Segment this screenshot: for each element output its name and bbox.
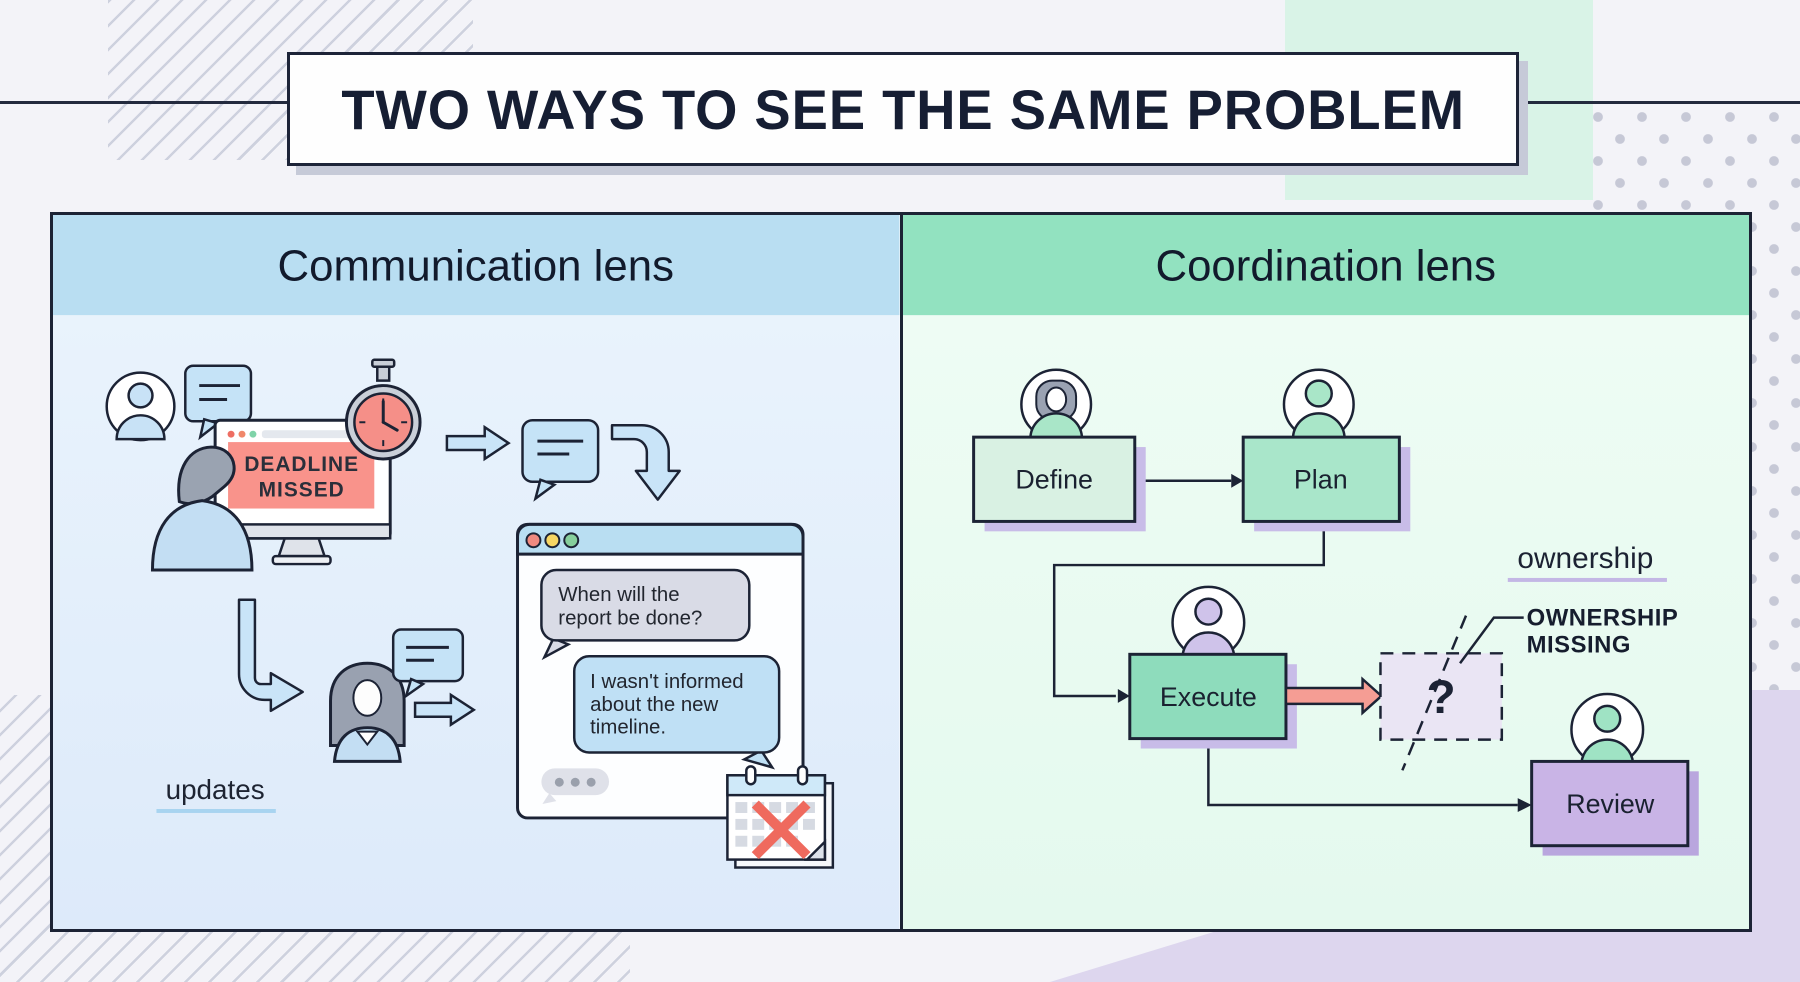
panel-title-communication: Communication lens (278, 242, 674, 291)
window-dot-red (525, 532, 542, 549)
review-avatar-icon (1569, 692, 1644, 767)
annotation-line1: OWNERSHIP (1526, 605, 1678, 632)
step-label: Plan (1293, 465, 1347, 495)
lavender-strip-right (1752, 690, 1800, 935)
callout-line (1458, 616, 1524, 664)
lavender-band-bottom (1050, 930, 1800, 982)
chat-text: timeline. (590, 717, 666, 739)
window-dot-green (563, 532, 580, 549)
user-avatar-icon (105, 371, 176, 442)
stopwatch-icon (344, 358, 422, 461)
alert-text-line2: MISSED (259, 479, 345, 502)
title-box: TWO WAYS TO SEE THE SAME PROBLEM (287, 52, 1519, 166)
alert-banner (228, 442, 375, 509)
page-fold (803, 838, 827, 861)
plan-avatar-icon (1282, 368, 1355, 441)
comparison-panels: Communication lens (50, 212, 1752, 932)
speech-bubble-icon (521, 419, 600, 502)
alert-text-line1: DEADLINE (244, 453, 359, 476)
annotation-line2: MISSING (1526, 631, 1630, 658)
browser-dot-orange (238, 430, 246, 438)
label-ownership: ownership (1517, 542, 1653, 575)
speech-bubble-icon (391, 628, 465, 700)
chat-text: When will the (558, 584, 679, 606)
curved-arrow-down-icon (610, 423, 681, 501)
connector-arrowheads (1117, 473, 1532, 812)
ownership-underline (1507, 577, 1667, 582)
communication-illustration: Communication lens (53, 215, 900, 929)
chat-message-received: When will the report be done? (540, 568, 751, 661)
step-label: Define (1015, 465, 1093, 495)
chat-message-sent: I wasn't informed about the new timeline… (572, 655, 781, 770)
chat-text: I wasn't informed (590, 671, 744, 693)
panel-header-blue (53, 215, 900, 316)
typing-indicator (541, 768, 610, 805)
panel-communication: Communication lens (53, 215, 903, 929)
slash-through-box (1400, 615, 1467, 771)
broken-handoff-arrow (1284, 676, 1383, 716)
browser-dot-red (227, 430, 235, 438)
arrow-right-icon (413, 692, 477, 728)
chat-window: When will the report be done? I wasn't i… (516, 522, 805, 820)
step-label: Review (1566, 789, 1655, 819)
updates-underline (156, 809, 276, 813)
flow-connectors (1052, 479, 1518, 807)
arrow-right-icon (445, 424, 511, 462)
step-execute: Execute (1127, 652, 1287, 741)
panel-header-green (902, 215, 1749, 316)
step-plan: Plan (1241, 435, 1401, 523)
step-label: Execute (1159, 682, 1256, 712)
woman-figure (329, 661, 406, 763)
question-mark: ? (1426, 671, 1455, 724)
chat-text: about the new (590, 694, 718, 716)
unknown-owner-box: ? (1378, 652, 1503, 741)
curved-arrow-right-icon (237, 598, 304, 713)
panel-coordination: Coordination lens (902, 215, 1749, 929)
browser-dot-green (249, 430, 257, 438)
label-updates: updates (166, 774, 265, 805)
calendar-missed-icon (726, 765, 835, 869)
coordination-illustration: Coordination lens (902, 215, 1749, 929)
chat-text: report be done? (558, 608, 702, 630)
define-avatar-icon (1019, 368, 1092, 441)
panel-title-coordination: Coordination lens (1155, 242, 1496, 291)
man-figure (150, 445, 254, 572)
window-dot-yellow (544, 532, 561, 549)
step-review: Review (1529, 759, 1689, 848)
execute-avatar-icon (1170, 585, 1245, 660)
step-define: Define (971, 435, 1136, 523)
page-title: TWO WAYS TO SEE THE SAME PROBLEM (341, 77, 1465, 141)
